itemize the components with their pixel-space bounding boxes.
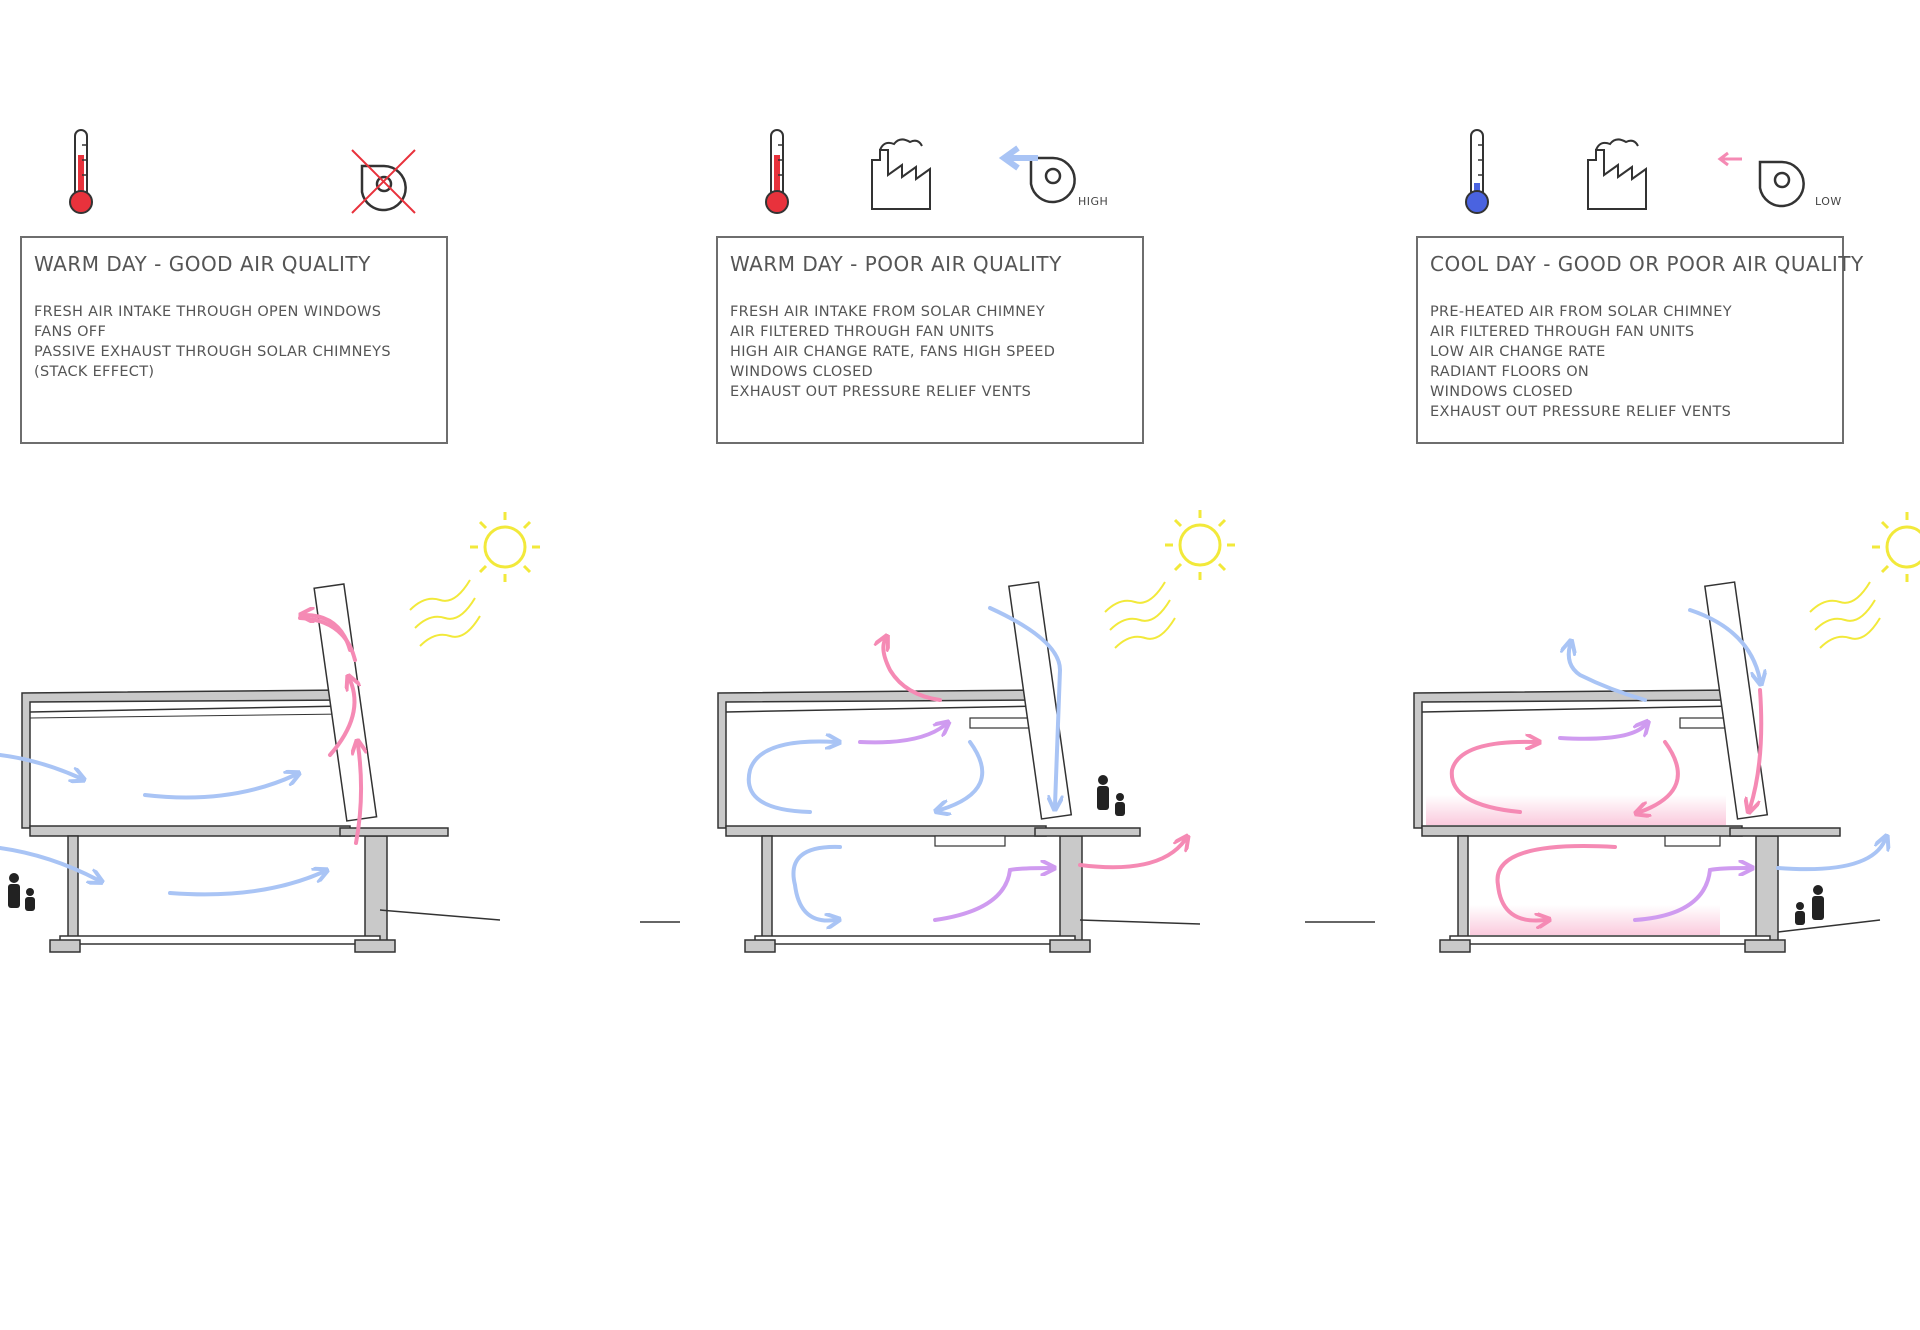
exhaust-air-arrows xyxy=(1449,688,1764,921)
fresh-air-arrows xyxy=(0,753,323,897)
description-line: FRESH AIR INTAKE THROUGH OPEN WINDOWS xyxy=(34,304,382,320)
fan-icon xyxy=(1717,151,1805,208)
heat-waves xyxy=(1809,581,1881,649)
thermometer-icon xyxy=(1465,129,1489,214)
building-section xyxy=(640,581,1201,953)
factory-icon xyxy=(1587,138,1647,210)
description-line: EXHAUST OUT PRESSURE RELIEF VENTS xyxy=(1430,404,1732,420)
panel-description: FRESH AIR INTAKE THROUGH OPEN WINDOWS FA… xyxy=(34,302,391,382)
panel-description: FRESH AIR INTAKE FROM SOLAR CHIMNEY AIR … xyxy=(730,302,1055,402)
fan-speed-label: LOW xyxy=(1815,195,1842,208)
info-box: WARM DAY - GOOD AIR QUALITY FRESH AIR IN… xyxy=(20,236,448,444)
thermometer-icon xyxy=(69,129,93,214)
exhaust-air-arrows xyxy=(298,615,361,845)
description-line: RADIANT FLOORS ON xyxy=(1430,364,1590,380)
description-line: (STACK EFFECT) xyxy=(34,364,155,380)
people-figures xyxy=(8,873,35,911)
heat-waves xyxy=(409,579,481,647)
panel-title: COOL DAY - GOOD OR POOR AIR QUALITY xyxy=(1430,252,1864,276)
filtered-air-arrows xyxy=(858,725,1050,922)
info-box: WARM DAY - POOR AIR QUALITY FRESH AIR IN… xyxy=(716,236,1144,444)
panel-description: PRE-HEATED AIR FROM SOLAR CHIMNEY AIR FI… xyxy=(1430,302,1732,422)
description-line: FRESH AIR INTAKE FROM SOLAR CHIMNEY xyxy=(730,304,1045,320)
panel-title: WARM DAY - POOR AIR QUALITY xyxy=(730,252,1062,276)
fan-speed-label: HIGH xyxy=(1078,195,1109,208)
sun-icon xyxy=(1872,512,1920,582)
description-line: WINDOWS CLOSED xyxy=(730,364,874,380)
section-diagram-warm-good xyxy=(0,129,540,953)
sun-icon xyxy=(1165,510,1235,580)
fan-disabled-icon xyxy=(351,149,416,214)
description-line: AIR FILTERED THROUGH FAN UNITS xyxy=(730,324,995,340)
panel-title: WARM DAY - GOOD AIR QUALITY xyxy=(34,252,371,276)
info-box: COOL DAY - GOOD OR POOR AIR QUALITY PRE-… xyxy=(1416,236,1863,444)
description-line: HIGH AIR CHANGE RATE, FANS HIGH SPEED xyxy=(730,344,1056,360)
description-line: WINDOWS CLOSED xyxy=(1430,384,1574,400)
description-line: FANS OFF xyxy=(34,324,107,340)
factory-icon xyxy=(871,138,931,210)
panel-warm-good: WARM DAY - GOOD AIR QUALITY FRESH AIR IN… xyxy=(0,0,640,1330)
people-figures xyxy=(1097,775,1125,816)
fresh-air-arrows xyxy=(1569,608,1885,872)
panel-cool: COOL DAY - GOOD OR POOR AIR QUALITY PRE-… xyxy=(1280,0,1920,1330)
sun-icon xyxy=(470,512,540,582)
section-diagram-warm-poor xyxy=(640,129,1235,953)
description-line: LOW AIR CHANGE RATE xyxy=(1430,344,1606,360)
description-line: PASSIVE EXHAUST THROUGH SOLAR CHIMNEYS xyxy=(34,344,391,360)
fresh-air-arrows xyxy=(746,606,1060,921)
people-figures xyxy=(1795,885,1824,925)
description-line: PRE-HEATED AIR FROM SOLAR CHIMNEY xyxy=(1430,304,1732,320)
exhaust-air-arrows xyxy=(883,640,1185,870)
fan-icon xyxy=(998,145,1076,204)
filtered-air-arrows xyxy=(1558,725,1748,922)
panel-warm-poor: WARM DAY - POOR AIR QUALITY FRESH AIR IN… xyxy=(640,0,1280,1330)
building-section xyxy=(1305,581,1881,953)
description-line: EXHAUST OUT PRESSURE RELIEF VENTS xyxy=(730,384,1032,400)
section-diagram-cool xyxy=(1305,129,1920,953)
heat-waves xyxy=(1104,581,1176,649)
thermometer-icon xyxy=(765,129,789,214)
description-line: AIR FILTERED THROUGH FAN UNITS xyxy=(1430,324,1695,340)
